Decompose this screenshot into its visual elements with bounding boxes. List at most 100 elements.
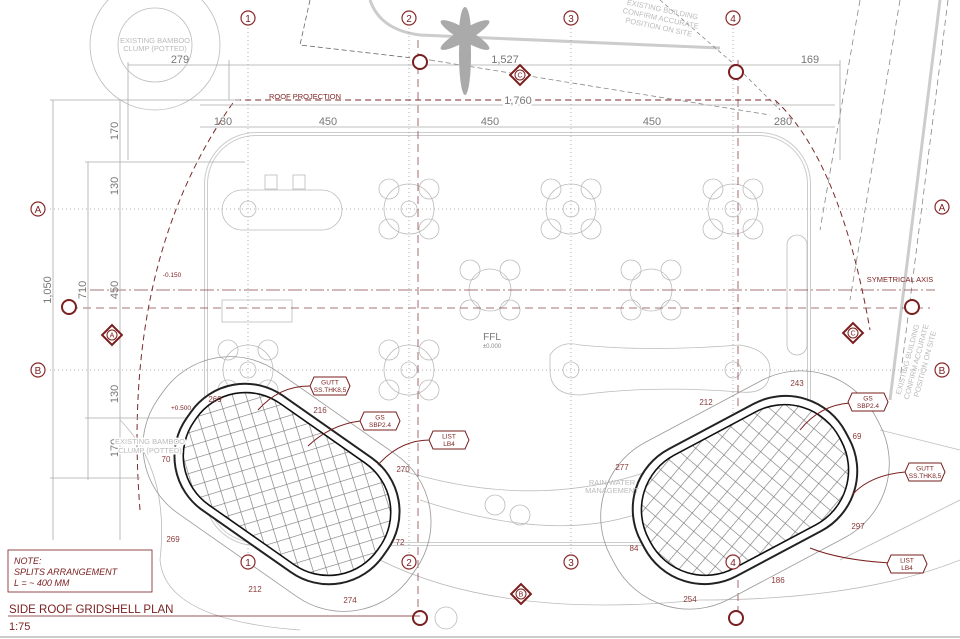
right-dim-3: 69 xyxy=(853,432,862,441)
right-gridshell: 243 212 69 277 297 84 186 254 xyxy=(600,370,906,610)
existing-building-label-top: EXISTING BUILDING CONFIRM ACCURATE POSIT… xyxy=(622,0,700,39)
dim-bay-4: 450 xyxy=(643,116,661,128)
grid-bubble-2-bottom: 2 xyxy=(401,554,417,570)
svg-text:3: 3 xyxy=(568,558,574,569)
roof-projection-label: ROOF PROJECTION xyxy=(269,92,341,101)
existing-building-label-right: EXISTING BUILDING CONFIRM ACCURATE POSIT… xyxy=(894,323,938,400)
svg-text:2: 2 xyxy=(406,14,412,25)
right-dim-7: 186 xyxy=(771,576,785,585)
section-marker-right: C xyxy=(841,321,865,345)
note-line-1: SPLITS ARRANGEMENT xyxy=(14,567,119,577)
grid-bubble-2: 2 xyxy=(401,10,417,26)
roof-projection-outline xyxy=(136,99,871,511)
left-dim-1: 269 xyxy=(208,395,222,404)
left-dim-3: 270 xyxy=(396,465,410,474)
dim-roof-span: 1,760 xyxy=(504,95,532,107)
left-dim-4: 70 xyxy=(162,455,171,464)
svg-text:GS: GS xyxy=(375,415,385,422)
grid-bubble-a-left: A xyxy=(30,201,46,217)
dim-left-total: 1,050 xyxy=(42,276,54,304)
dimension-texts: 279 1,527 169 1,760 130 450 450 450 280 … xyxy=(42,54,819,457)
svg-text:4: 4 xyxy=(730,14,736,25)
right-dim-5: 297 xyxy=(851,522,865,531)
dim-left-3: 450 xyxy=(109,281,121,299)
left-dim-5: 269 xyxy=(166,535,180,544)
svg-text:2: 2 xyxy=(406,558,412,569)
level-low: -0.150 xyxy=(163,272,182,279)
svg-text:LB4: LB4 xyxy=(443,441,455,448)
grid-bubble-1: 1 xyxy=(240,10,256,26)
svg-text:SS.THK8,5: SS.THK8,5 xyxy=(909,473,942,480)
left-dim-2: 216 xyxy=(313,406,327,415)
dim-bay-1: 130 xyxy=(214,116,232,128)
svg-text:LB4: LB4 xyxy=(901,565,913,572)
grid-bubble-a-right: A xyxy=(934,199,950,215)
section-marker-top: C xyxy=(508,63,532,87)
note-box: NOTE: SPLITS ARRANGEMENT L = ~ 400 MM xyxy=(7,549,153,593)
svg-text:GS: GS xyxy=(863,396,873,403)
rain-water-label-2: MANAGEMENT xyxy=(585,486,639,495)
svg-text:B: B xyxy=(519,592,524,599)
left-dim-7: 212 xyxy=(248,585,262,594)
grid-bubble-4-bottom: 4 xyxy=(725,554,741,570)
dim-bay-2: 450 xyxy=(319,116,337,128)
dim-left-4: 130 xyxy=(109,385,121,403)
svg-text:LIST: LIST xyxy=(442,434,456,441)
grid-bubble-b-left: B xyxy=(30,362,46,378)
svg-text:C: C xyxy=(517,73,522,80)
svg-text:A: A xyxy=(110,333,115,340)
section-marker-left: A xyxy=(100,323,124,347)
svg-text:3: 3 xyxy=(568,14,574,25)
svg-text:1: 1 xyxy=(245,14,251,25)
drawing-title-block: SIDE ROOF GRIDSHELL PLAN 1:75 xyxy=(0,604,960,638)
svg-text:GUTT: GUTT xyxy=(916,466,934,473)
svg-text:A: A xyxy=(939,203,946,214)
right-dim-4: 277 xyxy=(615,463,629,472)
grid-lines xyxy=(50,28,935,625)
rain-water-label-1: RAIN WATER xyxy=(589,478,636,487)
svg-text:A: A xyxy=(35,205,42,216)
grid-bubble-3: 3 xyxy=(563,10,579,26)
grid-bubble-1-bottom: 1 xyxy=(240,554,256,570)
grid-bubble-4: 4 xyxy=(725,10,741,26)
note-heading: NOTE: xyxy=(14,556,42,566)
dimension-lines xyxy=(50,60,841,540)
grid-bubbles: 1 2 3 4 1 2 3 4 A B A B xyxy=(30,10,950,570)
ffl-value: ±0.000 xyxy=(483,344,502,350)
dim-left-1: 170 xyxy=(109,122,121,140)
site-context xyxy=(89,0,960,631)
right-dim-2: 212 xyxy=(699,398,713,407)
note-line-2: L = ~ 400 MM xyxy=(14,578,70,588)
svg-text:4: 4 xyxy=(730,558,736,569)
dim-left-5: 170 xyxy=(109,439,121,457)
left-gridshell: 269 216 270 70 269 72 212 274 xyxy=(142,356,432,612)
level-high: +0.500 xyxy=(171,405,191,412)
bamboo-label-1: EXISTING BAMBOO xyxy=(120,36,190,45)
svg-text:SBP2.4: SBP2.4 xyxy=(369,422,391,429)
bamboo-lower-label-1: EXISTING BAMBOO xyxy=(115,437,185,446)
svg-text:C: C xyxy=(850,331,855,338)
dim-left-710: 710 xyxy=(77,281,89,299)
bamboo-label-2: CLUMP (POTTED) xyxy=(123,44,187,53)
dim-bay-5: 280 xyxy=(774,116,792,128)
ffl-label: FFL xyxy=(483,332,501,343)
section-marker-bottom: B xyxy=(509,582,533,606)
svg-text:1: 1 xyxy=(245,558,251,569)
left-dim-6: 72 xyxy=(396,538,405,547)
right-dim-1: 243 xyxy=(790,379,804,388)
drawing-title: SIDE ROOF GRIDSHELL PLAN xyxy=(9,604,173,616)
symmetrical-axis-label: SYMETRICAL AXIS xyxy=(867,275,933,284)
svg-text:GUTT: GUTT xyxy=(321,380,339,387)
drawing-scale: 1:75 xyxy=(9,621,30,633)
bamboo-lower-label-2: CLUMP (POTTED) xyxy=(118,446,182,455)
grid-bubble-3-bottom: 3 xyxy=(563,554,579,570)
dim-top-169: 169 xyxy=(801,54,819,66)
svg-text:LIST: LIST xyxy=(900,558,914,565)
palm-plant-icon xyxy=(440,7,490,95)
